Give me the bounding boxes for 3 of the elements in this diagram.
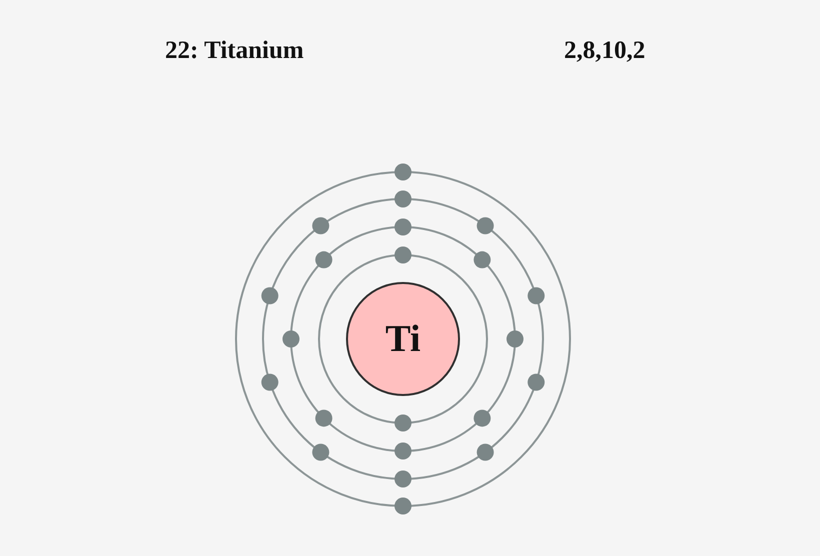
element-name: 22: Titanium xyxy=(165,36,304,66)
electron-configuration: 2,8,10,2 xyxy=(564,36,646,66)
nucleus-circle: Ti xyxy=(346,282,460,396)
